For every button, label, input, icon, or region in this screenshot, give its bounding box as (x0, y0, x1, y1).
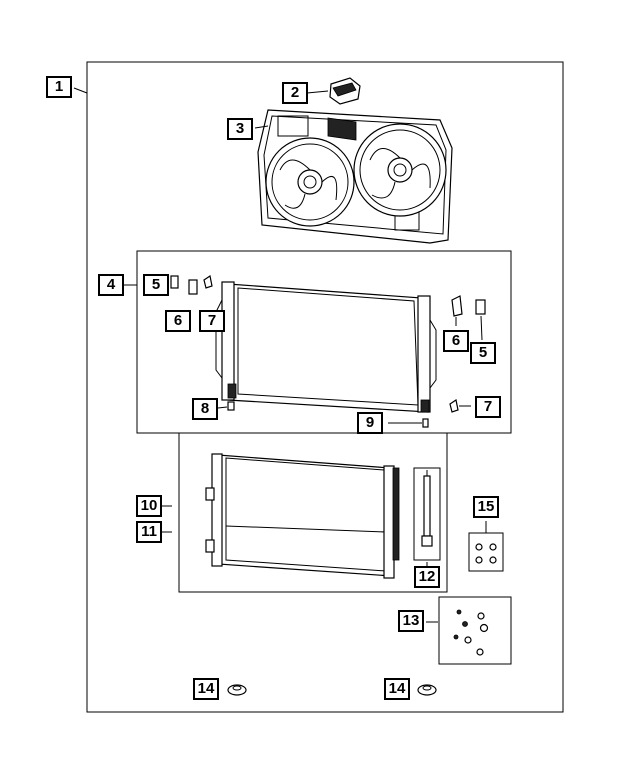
lower-isolator (227, 401, 235, 411)
upper-isolator-left (170, 275, 179, 289)
callout-5-right: 5 (470, 342, 496, 364)
bracket-left (188, 279, 198, 295)
callout-8: 8 (192, 398, 218, 420)
callout-9: 9 (357, 412, 383, 434)
assembly-frame (86, 61, 564, 713)
receiver-drier (421, 470, 433, 547)
condenser (205, 453, 400, 579)
clip-right (449, 399, 459, 413)
callout-7-right: 7 (475, 396, 501, 418)
o-ring-kit (468, 532, 504, 572)
condenser-group-frame (178, 432, 448, 593)
callout-13: 13 (398, 610, 424, 632)
callout-14-left: 14 (193, 678, 219, 700)
drain-plug (422, 418, 429, 428)
callout-15: 15 (473, 496, 499, 518)
callout-12: 12 (414, 566, 440, 588)
radiator (215, 281, 437, 413)
callout-14-right: 14 (384, 678, 410, 700)
callout-10: 10 (136, 495, 162, 517)
callout-2: 2 (282, 82, 308, 104)
callout-5-left: 5 (143, 274, 169, 296)
drier-panel (413, 467, 441, 561)
clip-left (203, 275, 213, 289)
callout-7-left: 7 (199, 310, 225, 332)
callout-6-left: 6 (165, 310, 191, 332)
hardware-kit (438, 596, 512, 665)
fan-control-module (306, 77, 361, 105)
bracket-right (451, 295, 463, 317)
fan-shroud-assembly (254, 109, 453, 244)
callout-4: 4 (98, 274, 124, 296)
upper-isolator-right (475, 299, 486, 315)
callout-1: 1 (46, 76, 72, 98)
callout-3: 3 (227, 118, 253, 140)
callout-6-right: 6 (443, 330, 469, 352)
callout-11: 11 (136, 521, 162, 543)
